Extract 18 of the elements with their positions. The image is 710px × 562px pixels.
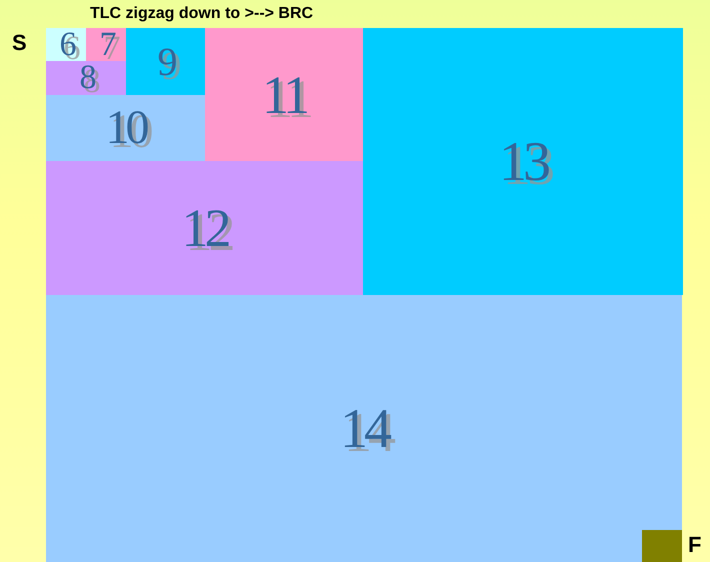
tile-number: 11: [262, 68, 306, 122]
tile-number: 14: [340, 400, 388, 456]
treemap-tile: [86, 28, 126, 61]
tile-number: 12: [182, 201, 228, 255]
treemap-tile: [205, 28, 363, 161]
treemap-tile: [363, 28, 683, 295]
tile-number: 7: [100, 28, 112, 62]
tile-number: 13: [499, 134, 547, 190]
treemap-tile: [46, 61, 126, 95]
tile-number: 8: [80, 61, 92, 95]
tile-number: 10: [106, 104, 146, 152]
treemap-tile: [126, 28, 205, 95]
start-label: S: [12, 30, 27, 56]
diagram-title: TLC zigzag down to >--> BRC: [90, 5, 314, 23]
finish-label: F: [688, 532, 702, 558]
tile-number: 6: [60, 28, 72, 62]
treemap-tile: [46, 161, 363, 295]
treemap-tile: [46, 95, 205, 161]
